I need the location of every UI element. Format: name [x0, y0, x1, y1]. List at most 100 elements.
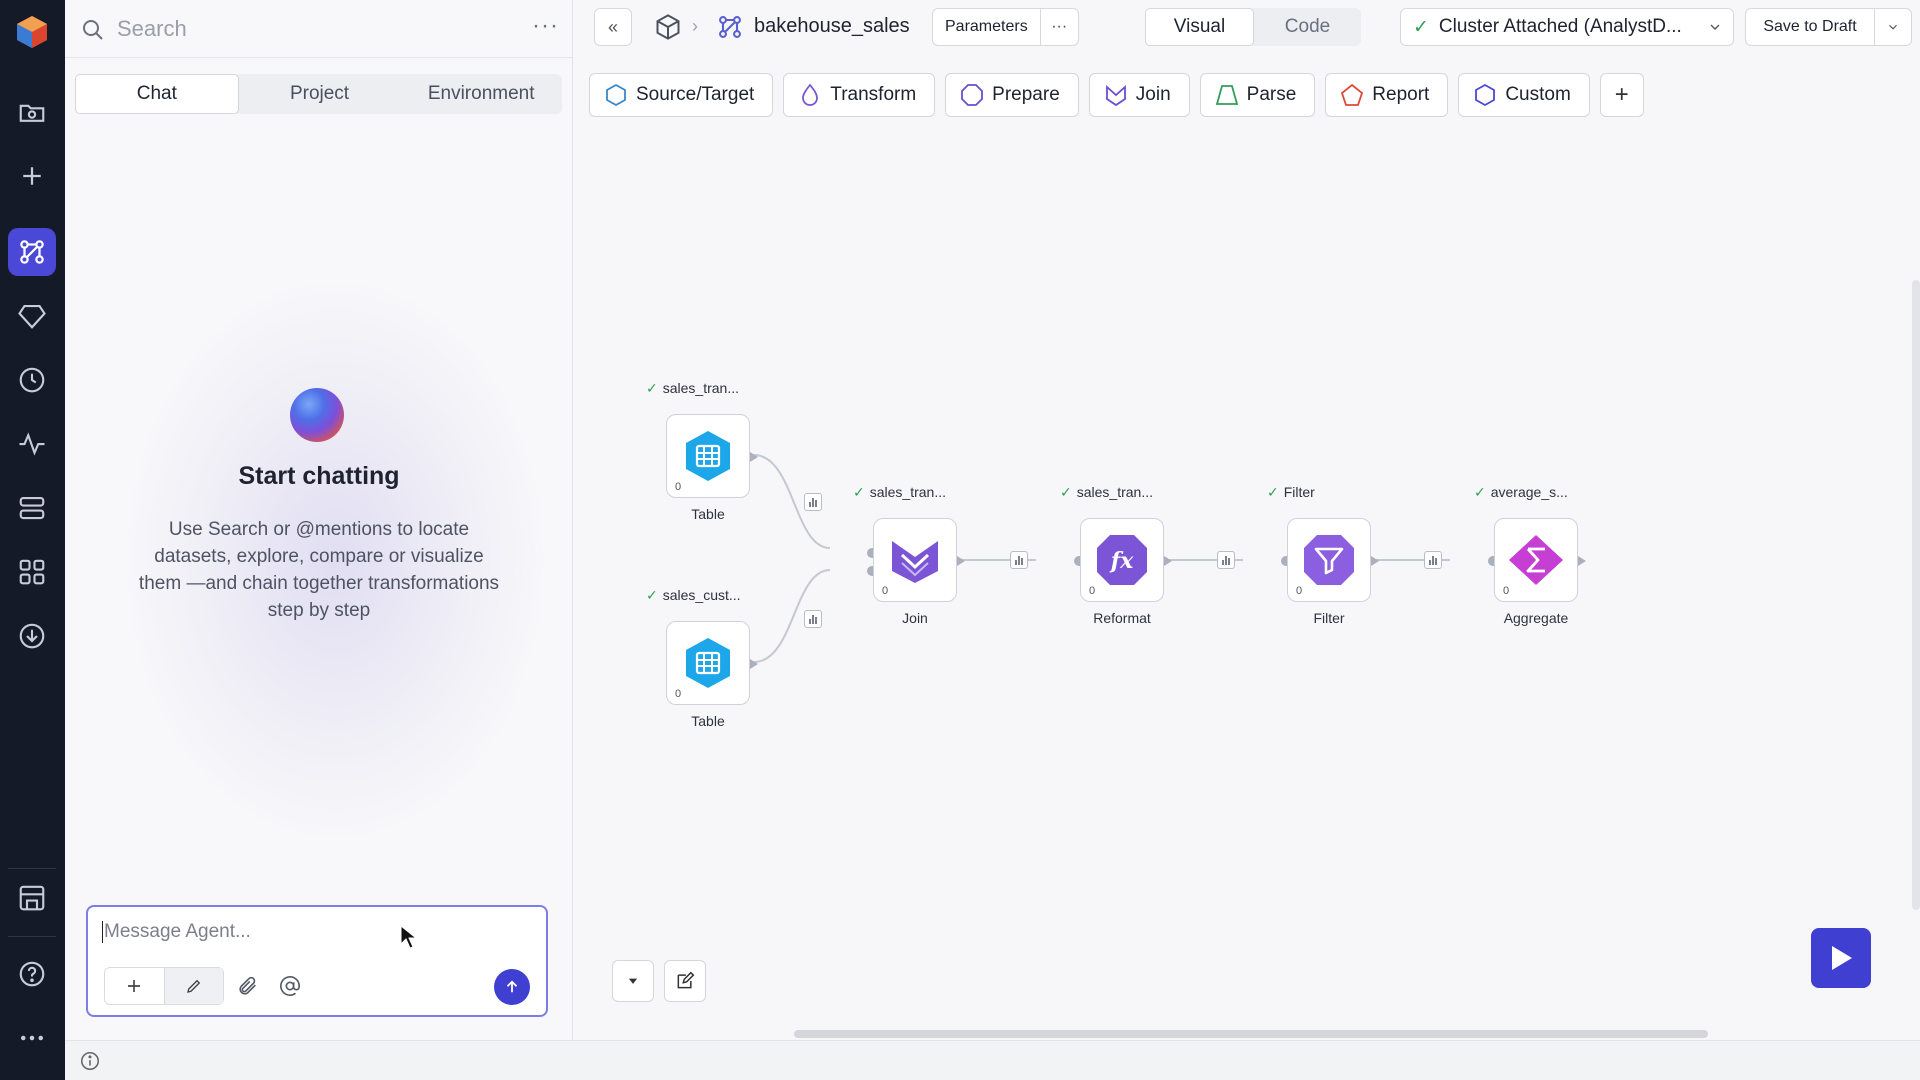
gem-join-button[interactable]: Join	[1088, 73, 1190, 117]
check-icon: ✓	[646, 380, 658, 396]
chat-description: Use Search or @mentions to locate datase…	[138, 519, 500, 621]
marketplace-icon[interactable]	[8, 874, 56, 922]
send-button[interactable]	[494, 969, 530, 1005]
breadcrumb-separator: ›	[692, 16, 698, 36]
save-to-draft-button[interactable]: Save to Draft	[1763, 18, 1857, 35]
node-body[interactable]: 0	[666, 414, 750, 498]
collapse-panel-button[interactable]: «	[594, 8, 632, 46]
tab-visual[interactable]: Visual	[1145, 8, 1254, 46]
monitoring-icon[interactable]	[8, 420, 56, 468]
apps-grid-icon[interactable]	[8, 548, 56, 596]
output-port[interactable]	[957, 556, 965, 566]
gem-custom-button[interactable]: Custom	[1458, 73, 1590, 117]
node-body[interactable]: 0	[1287, 518, 1371, 602]
history-icon[interactable]	[8, 356, 56, 404]
cluster-selector[interactable]: ✓ Cluster Attached (AnalystD...	[1400, 8, 1734, 46]
panel-search[interactable]: Search ···	[65, 0, 572, 58]
gem-report-button[interactable]: Report	[1325, 73, 1449, 117]
output-port[interactable]	[1164, 556, 1172, 566]
edit-mode-button[interactable]	[163, 968, 223, 1004]
check-icon: ✓	[646, 587, 658, 603]
node-name[interactable]: ✓sales_tran...	[646, 380, 739, 396]
pipelines-icon[interactable]	[8, 228, 56, 276]
output-port[interactable]	[750, 659, 758, 669]
edit-icon	[677, 971, 695, 989]
node-body[interactable]: fx 0	[1080, 518, 1164, 602]
composer-mode-toggle	[104, 967, 224, 1005]
search-input[interactable]: Search	[117, 16, 187, 41]
output-port[interactable]	[750, 452, 758, 462]
output-port[interactable]	[1578, 556, 1586, 566]
gem-parse-button[interactable]: Parse	[1199, 73, 1316, 117]
parameters-more-button[interactable]: ···	[1039, 9, 1078, 45]
vertical-scrollbar[interactable]	[1912, 280, 1920, 910]
message-composer[interactable]: Message Agent...	[86, 905, 548, 1017]
data-preview-icon[interactable]	[1424, 551, 1442, 569]
add-gem-button[interactable]: +	[1599, 73, 1644, 117]
view-mode-toggle: Visual Code	[1145, 8, 1361, 46]
run-pipeline-button[interactable]	[1811, 928, 1871, 988]
input-port[interactable]	[867, 548, 873, 558]
node-name[interactable]: ✓average_s...	[1474, 484, 1568, 500]
data-preview-icon[interactable]	[1217, 551, 1235, 569]
tab-project[interactable]: Project	[289, 83, 350, 104]
create-icon[interactable]	[8, 152, 56, 200]
input-port[interactable]	[1281, 556, 1287, 566]
gem-label: Source/Target	[636, 84, 755, 105]
gem-label: Parse	[1246, 84, 1297, 105]
gem-source-target-button[interactable]: Source/Target	[589, 73, 774, 117]
chat-title: Start chatting	[238, 462, 400, 490]
node-name[interactable]: ✓sales_tran...	[1060, 484, 1153, 500]
projects-icon[interactable]	[8, 88, 56, 136]
octagon-icon	[961, 84, 984, 106]
data-preview-icon[interactable]	[804, 610, 822, 628]
more-icon[interactable]	[8, 1014, 56, 1062]
gem-label: Prepare	[992, 84, 1060, 105]
canvas-options-button[interactable]	[612, 960, 654, 1002]
caret-down-icon	[628, 978, 638, 984]
side-panel: Search ··· Chat Project Environment Star…	[65, 0, 573, 1040]
project-cube-icon[interactable]	[654, 13, 682, 41]
gem-prepare-button[interactable]: Prepare	[945, 73, 1079, 117]
node-body[interactable]: 0	[873, 518, 957, 602]
pipeline-icon	[719, 16, 741, 38]
record-count: 0	[1296, 585, 1303, 597]
help-icon[interactable]	[8, 950, 56, 998]
node-body[interactable]: 0	[666, 621, 750, 705]
edge-src1-join	[753, 454, 831, 549]
output-port[interactable]	[1371, 556, 1379, 566]
input-port[interactable]	[1488, 556, 1494, 566]
input-port[interactable]	[867, 566, 873, 576]
attach-icon[interactable]	[234, 972, 262, 1000]
info-icon[interactable]	[79, 1050, 101, 1072]
parameters-button[interactable]: Parameters	[945, 18, 1028, 35]
mention-icon[interactable]	[276, 972, 304, 1000]
add-context-button[interactable]	[105, 968, 164, 1004]
gem-label: Report	[1372, 84, 1430, 105]
download-icon[interactable]	[8, 612, 56, 660]
save-options-button[interactable]	[1874, 9, 1911, 45]
tab-environment[interactable]: Environment	[427, 83, 535, 104]
gems-icon[interactable]	[8, 292, 56, 340]
edit-canvas-button[interactable]	[664, 960, 706, 1002]
node-name[interactable]: ✓sales_tran...	[853, 484, 946, 500]
data-preview-icon[interactable]	[804, 493, 822, 511]
input-port[interactable]	[1074, 556, 1080, 566]
rail-divider	[8, 936, 56, 937]
pipeline-canvas[interactable]: ✓sales_tran... 0 Table ✓sales_cust...	[574, 130, 1920, 1040]
tab-code[interactable]: Code	[1284, 16, 1331, 37]
arrow-up-icon	[506, 980, 518, 993]
pipeline-name[interactable]: bakehouse_sales	[754, 15, 910, 37]
parameters-control: Parameters ···	[932, 8, 1079, 46]
node-body[interactable]: 0	[1494, 518, 1578, 602]
node-name[interactable]: ✓sales_cust...	[646, 587, 741, 603]
data-preview-icon[interactable]	[1010, 551, 1028, 569]
message-input[interactable]: Message Agent...	[104, 921, 251, 942]
gem-transform-button[interactable]: Transform	[783, 73, 936, 117]
panel-menu-icon[interactable]: ···	[532, 12, 559, 39]
datasets-icon[interactable]	[8, 484, 56, 532]
horizontal-scrollbar[interactable]	[794, 1030, 1708, 1038]
app-logo[interactable]	[14, 14, 50, 50]
tab-chat[interactable]: Chat	[75, 74, 239, 114]
node-name[interactable]: ✓Filter	[1267, 484, 1315, 500]
